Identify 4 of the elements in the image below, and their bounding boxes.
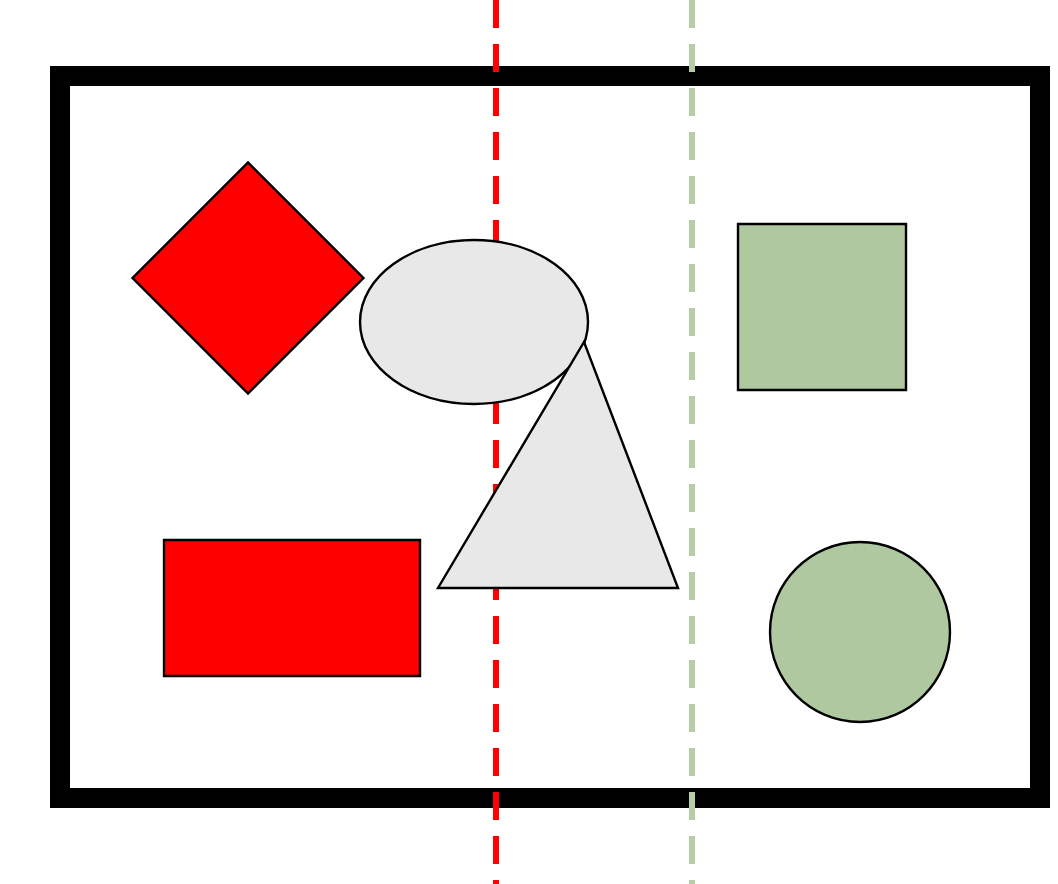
square xyxy=(736,222,908,392)
circle xyxy=(768,540,952,724)
rectangle xyxy=(162,538,422,678)
ellipse xyxy=(358,238,590,406)
